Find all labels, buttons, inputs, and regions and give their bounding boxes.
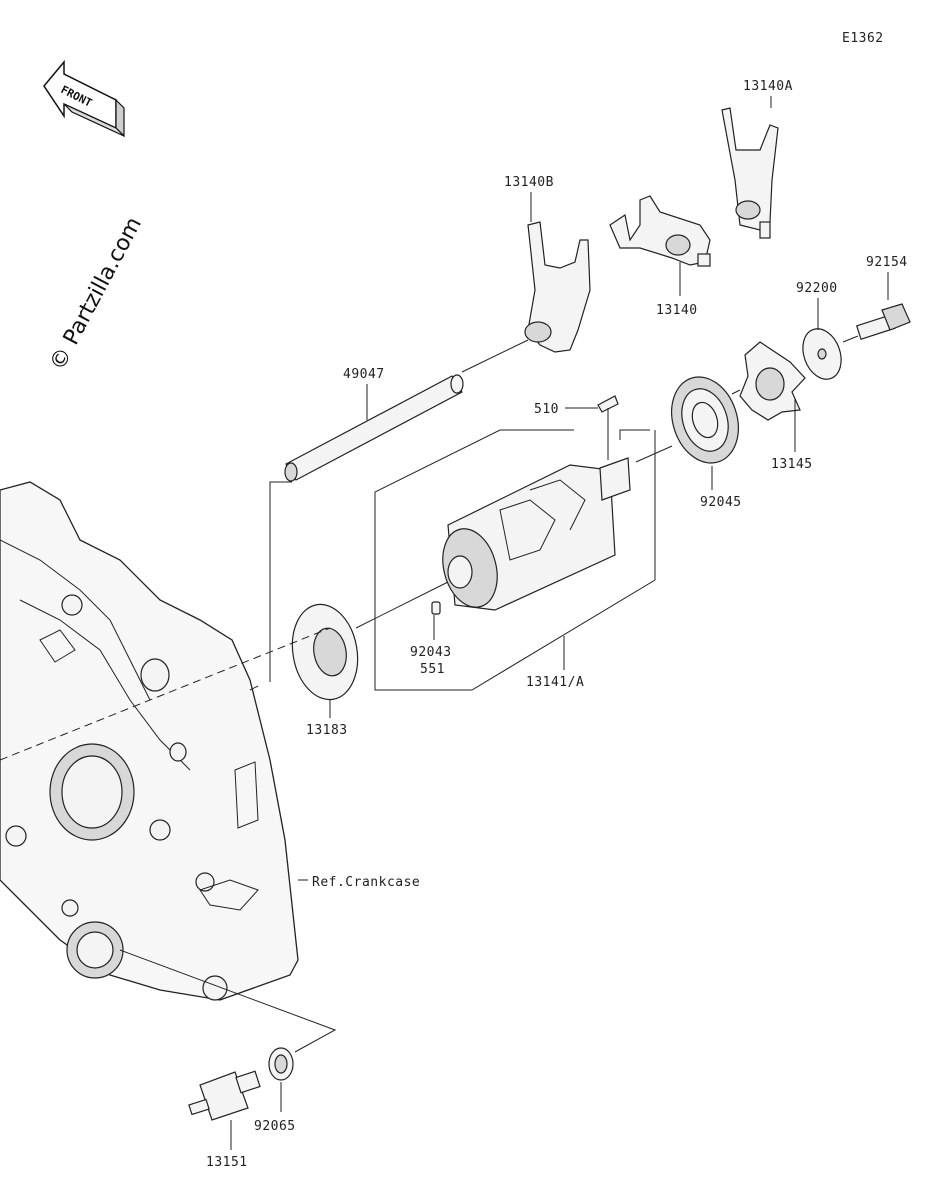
shift-rod-49047: [284, 374, 464, 482]
shift-fork-13140a: [721, 107, 779, 239]
label-551: 551: [420, 662, 445, 677]
label-13141a: 13141/A: [526, 675, 584, 690]
shift-drum-cam-13145: [739, 341, 806, 421]
label-ref-crankcase: Ref.Crankcase: [312, 875, 420, 890]
leader-lines: [0, 96, 889, 1150]
label-13140b: 13140B: [504, 175, 554, 190]
diagram-code: E1362: [842, 31, 884, 46]
watermark: © Partzilla.com: [45, 213, 147, 375]
label-92154: 92154: [866, 255, 908, 270]
label-13140: 13140: [656, 303, 698, 318]
pin-510: [597, 395, 619, 413]
label-13183: 13183: [306, 723, 348, 738]
bolt-92154: [855, 303, 911, 340]
label-510: 510: [534, 402, 559, 417]
label-92200: 92200: [796, 281, 838, 296]
label-13140a: 13140A: [743, 79, 793, 94]
pin-92043: [431, 601, 441, 615]
shift-drum-13141a: [442, 457, 631, 611]
label-92043: 92043: [410, 645, 452, 660]
label-92045: 92045: [700, 495, 742, 510]
label-13145: 13145: [771, 457, 813, 472]
crankcase-drawing: [0, 481, 299, 1001]
bearing-92045: [671, 376, 739, 464]
washer-92065: [268, 1047, 294, 1081]
shift-fork-13140b: [524, 221, 591, 353]
label-13151: 13151: [206, 1155, 248, 1170]
washer-13183: [291, 603, 359, 701]
washer-92200: [802, 328, 842, 380]
label-92065: 92065: [254, 1119, 296, 1134]
neutral-switch-13151: [188, 1070, 261, 1121]
label-49047: 49047: [343, 367, 385, 382]
shift-fork-13140: [609, 195, 711, 267]
front-arrow-icon: FRONT: [43, 59, 125, 138]
